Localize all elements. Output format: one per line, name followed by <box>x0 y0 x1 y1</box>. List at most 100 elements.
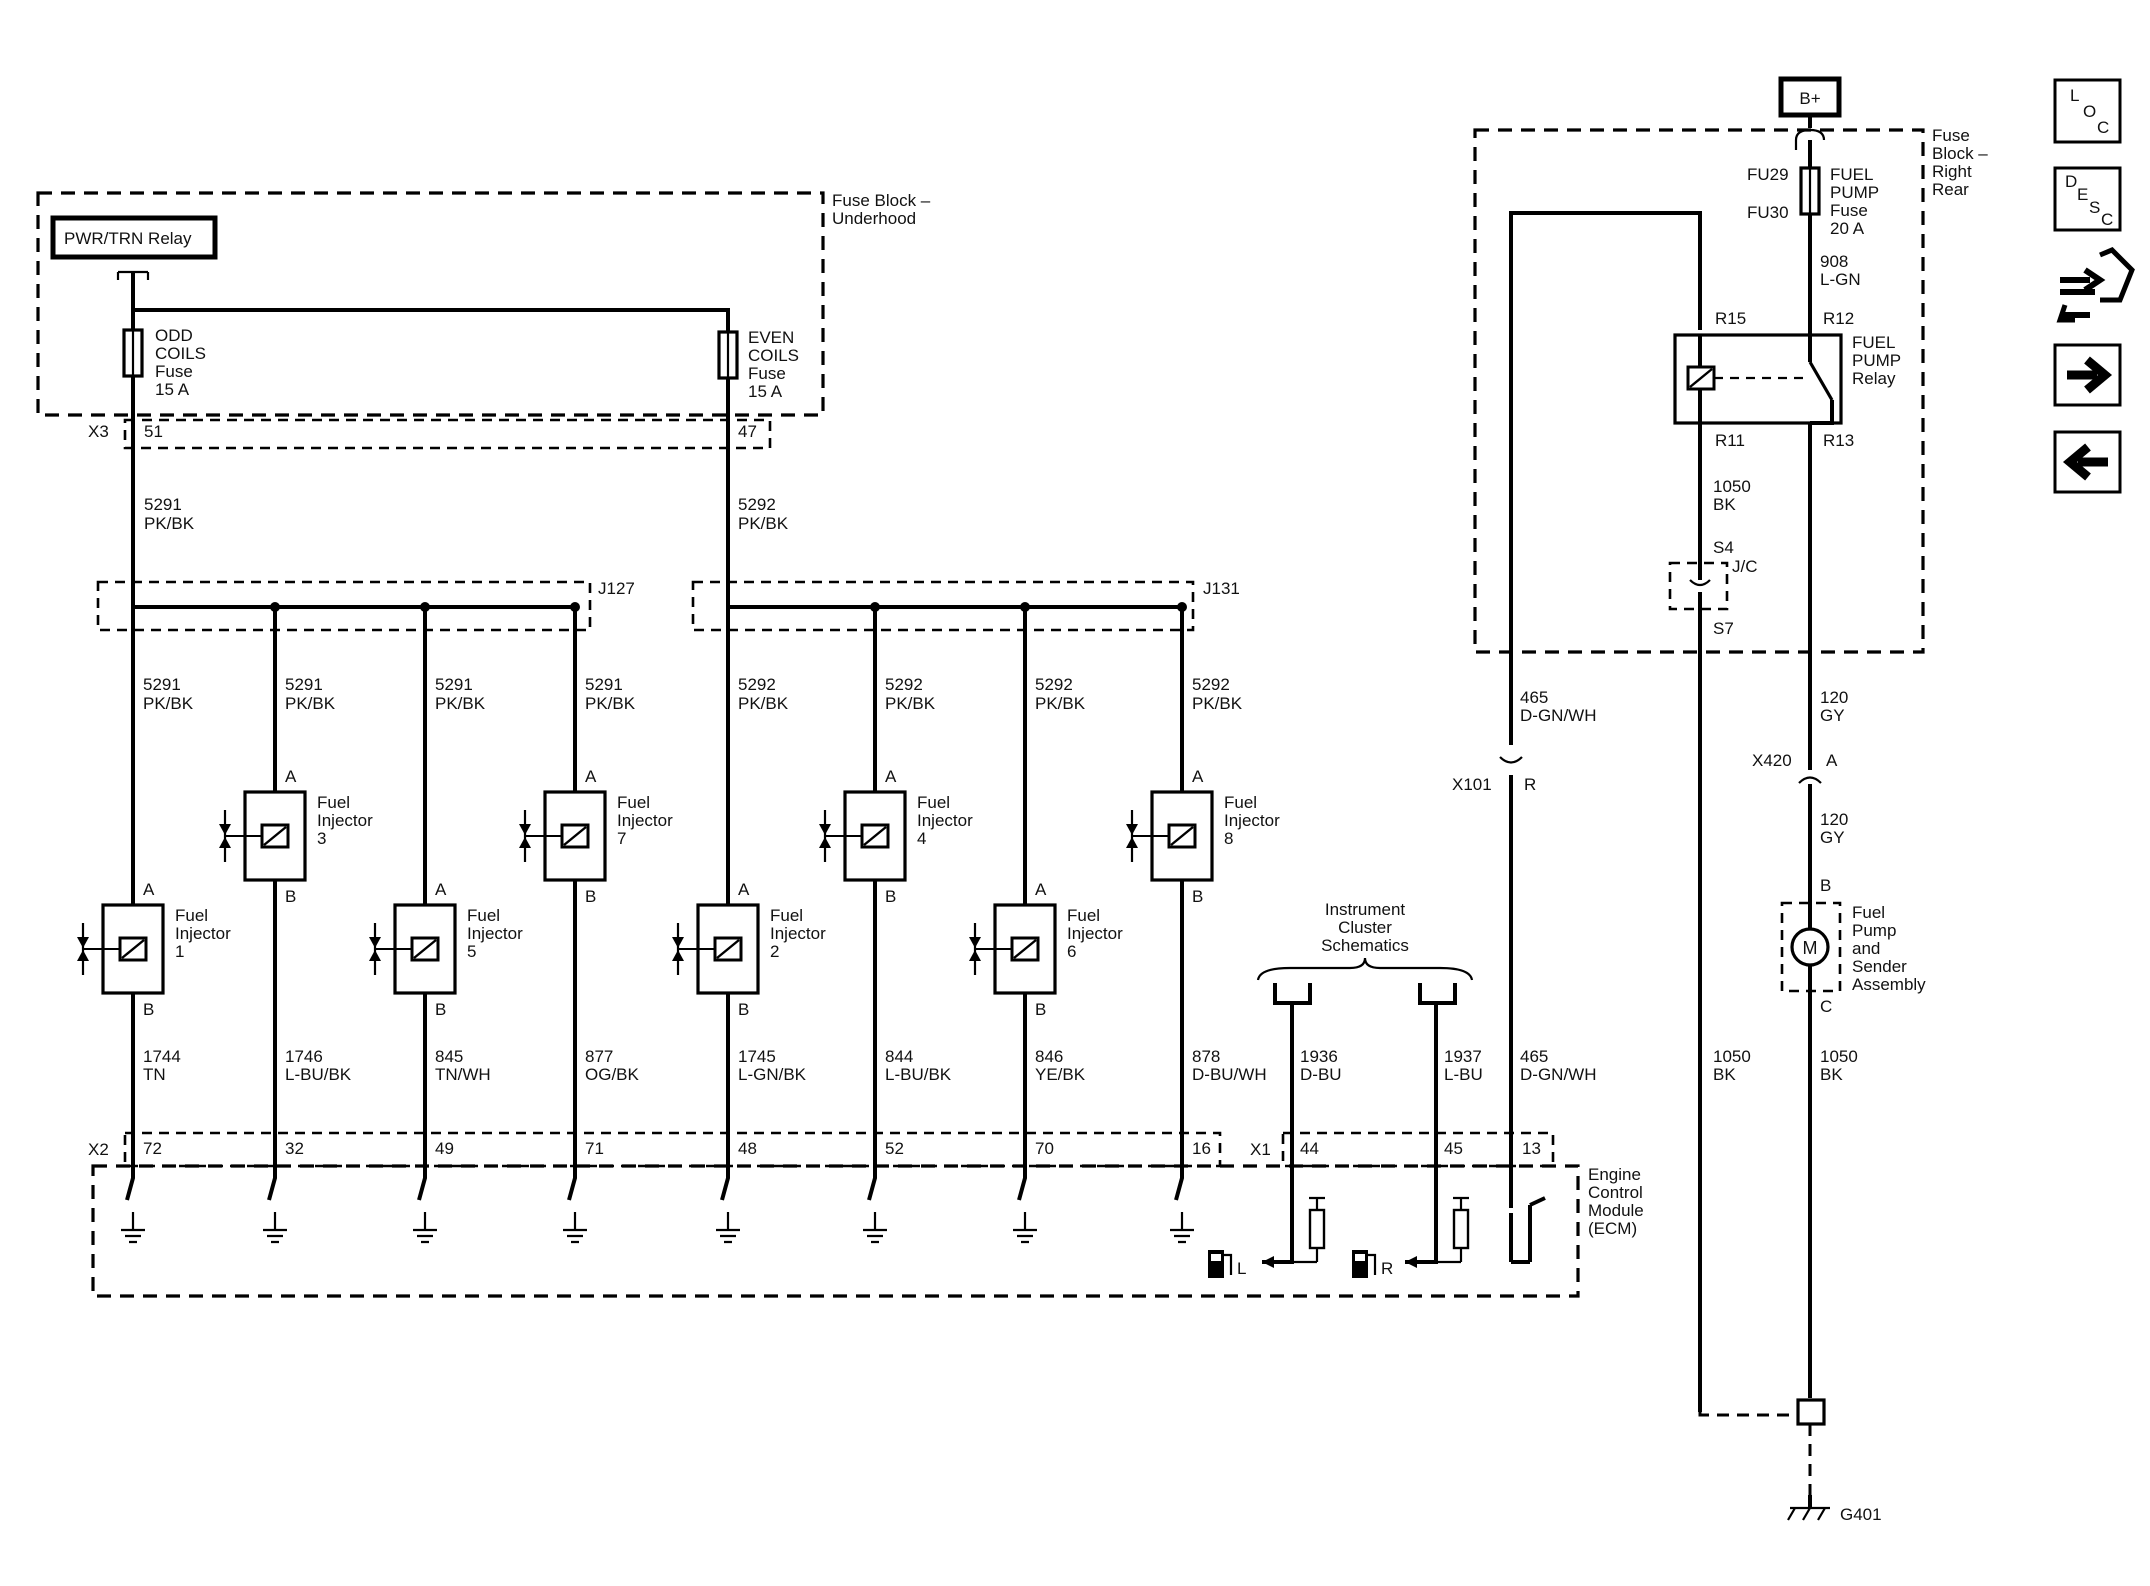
battery-label: B+ <box>1799 89 1820 108</box>
x1-pin-44: 44 <box>1300 1139 1319 1158</box>
pump-pin-c: C <box>1820 997 1832 1016</box>
injector-3-pin-b: B <box>285 887 296 906</box>
injector-8-feed-color: PK/BK <box>1192 694 1243 713</box>
ecm-label-1: Engine <box>1588 1165 1641 1184</box>
odd-feed-circuit: 5291 <box>144 495 182 514</box>
pump-fuse-label-1: FUEL <box>1830 165 1873 184</box>
injector-group: 5291PK/BKABFuelInjector11744TN725291PK/B… <box>77 602 1280 1244</box>
injector-3-pin-a: A <box>285 767 297 786</box>
injector-8-ecm-pin: 16 <box>1192 1139 1211 1158</box>
injector-5-label-1: Fuel <box>467 906 500 925</box>
injector-1-label-3: 1 <box>175 942 184 961</box>
ecm-label-3: Module <box>1588 1201 1644 1220</box>
pump-feed-circuit: 908 <box>1820 252 1848 271</box>
injector-6-feed-color: PK/BK <box>1035 694 1086 713</box>
injector-7-feed-color: PK/BK <box>585 694 636 713</box>
s4-label: S4 <box>1713 538 1734 557</box>
injector-6-ctrl-color: YE/BK <box>1035 1065 1086 1084</box>
fuel-injector-7[interactable] <box>519 602 607 1244</box>
even-coils-fuse[interactable] <box>717 330 739 380</box>
even-fuse-label-4: 15 A <box>748 382 783 401</box>
injector-1-ctrl-color: TN <box>143 1065 166 1084</box>
fuel-injector-5[interactable] <box>369 602 457 1244</box>
relay-ground-circuit: 1050 <box>1713 477 1751 496</box>
cluster-bracket <box>1256 957 1474 981</box>
injector-3-ecm-pin: 32 <box>285 1139 304 1158</box>
injector-2-ctrl-circuit: 1745 <box>738 1047 776 1066</box>
injector-1-pin-a: A <box>143 880 155 899</box>
fuel-pump-relay[interactable] <box>1673 333 1843 425</box>
injector-3-label-1: Fuel <box>317 793 350 812</box>
x101-connector[interactable] <box>1499 756 1523 764</box>
x2-label: X2 <box>88 1140 109 1159</box>
pump-relay-label-1: FUEL <box>1852 333 1895 352</box>
injector-8-label-2: Injector <box>1224 811 1280 830</box>
description-button[interactable]: D E S C <box>2053 166 2122 232</box>
fu30-label: FU30 <box>1747 203 1789 222</box>
next-button[interactable] <box>2053 343 2122 407</box>
fuse-block-underhood-label-1: Fuse Block – <box>832 191 931 210</box>
j127-label: J127 <box>598 579 635 598</box>
pump-fuse-label-2: PUMP <box>1830 183 1879 202</box>
fuel-injector-3[interactable] <box>219 602 307 1244</box>
injector-2-feed-circuit: 5292 <box>738 675 776 694</box>
injector-6-ctrl-circuit: 846 <box>1035 1047 1063 1066</box>
injector-5-pin-a: A <box>435 880 447 899</box>
fuel-injector-1[interactable] <box>77 607 165 1244</box>
injector-7-pin-b: B <box>585 887 596 906</box>
injector-1-pin-b: B <box>143 1000 154 1019</box>
s7-label: S7 <box>1713 619 1734 638</box>
injector-7-ecm-pin: 71 <box>585 1139 604 1158</box>
engine-control-module[interactable] <box>91 1164 1580 1298</box>
cluster-wire-3-num: 465 <box>1520 1047 1548 1066</box>
odd-feed-color: PK/BK <box>144 514 195 533</box>
injector-4-ctrl-circuit: 844 <box>885 1047 913 1066</box>
injector-1-feed-circuit: 5291 <box>143 675 181 694</box>
fuse-block-underhood <box>36 191 825 417</box>
cluster-connector-r[interactable] <box>1418 983 1457 1005</box>
fuel-injector-4[interactable] <box>819 602 907 1244</box>
injector-7-label-1: Fuel <box>617 793 650 812</box>
fuse-block-right-rear <box>1473 128 1925 654</box>
fuel-pump-fuse[interactable] <box>1799 166 1821 216</box>
ground-b-color: BK <box>1820 1065 1843 1084</box>
injector-7-feed-circuit: 5291 <box>585 675 623 694</box>
injector-5-ctrl-color: TN/WH <box>435 1065 491 1084</box>
location-button[interactable]: L O C <box>2053 78 2122 144</box>
j131-splice-pack <box>691 580 1195 632</box>
relay-pin-r13: R13 <box>1823 431 1854 450</box>
injector-2-label-2: Injector <box>770 924 826 943</box>
fuel-level-right-label: R <box>1381 1259 1393 1278</box>
jc-label: J/C <box>1732 557 1758 576</box>
injector-4-pin-a: A <box>885 767 897 786</box>
fuse-block-rear-label-1: Fuse <box>1932 126 1970 145</box>
injector-8-ctrl-color: D-BU/WH <box>1192 1065 1267 1084</box>
fuel-level-left-icon <box>1208 1250 1233 1278</box>
x420-connector[interactable] <box>1798 776 1822 784</box>
injector-1-label-2: Injector <box>175 924 231 943</box>
even-fuse-label-1: EVEN <box>748 328 794 347</box>
connector-view-button[interactable] <box>2056 247 2135 323</box>
back-button[interactable] <box>2053 430 2122 494</box>
fuel-injector-6[interactable] <box>969 602 1057 1244</box>
injector-1-ecm-pin: 72 <box>143 1139 162 1158</box>
desc-letter-c: C <box>2101 210 2113 229</box>
fu29-label: FU29 <box>1747 165 1789 184</box>
injector-8-pin-a: A <box>1192 767 1204 786</box>
pwr-trn-relay[interactable]: PWR/TRN Relay <box>50 215 218 260</box>
injector-4-ecm-pin: 52 <box>885 1139 904 1158</box>
injector-5-ctrl-circuit: 845 <box>435 1047 463 1066</box>
desc-letter-s: S <box>2089 198 2100 217</box>
x420-pin: A <box>1826 751 1838 770</box>
fuel-injector-8[interactable] <box>1126 602 1214 1244</box>
odd-coils-fuse[interactable] <box>122 328 144 378</box>
fuel-injector-2[interactable] <box>672 607 760 1244</box>
cluster-connector-l[interactable] <box>1273 983 1312 1005</box>
ground-splice <box>1796 1398 1826 1426</box>
battery-positive[interactable]: B+ <box>1778 76 1842 118</box>
odd-fuse-label-3: Fuse <box>155 362 193 381</box>
injector-2-feed-color: PK/BK <box>738 694 789 713</box>
injector-7-label-2: Injector <box>617 811 673 830</box>
injector-3-label-2: Injector <box>317 811 373 830</box>
